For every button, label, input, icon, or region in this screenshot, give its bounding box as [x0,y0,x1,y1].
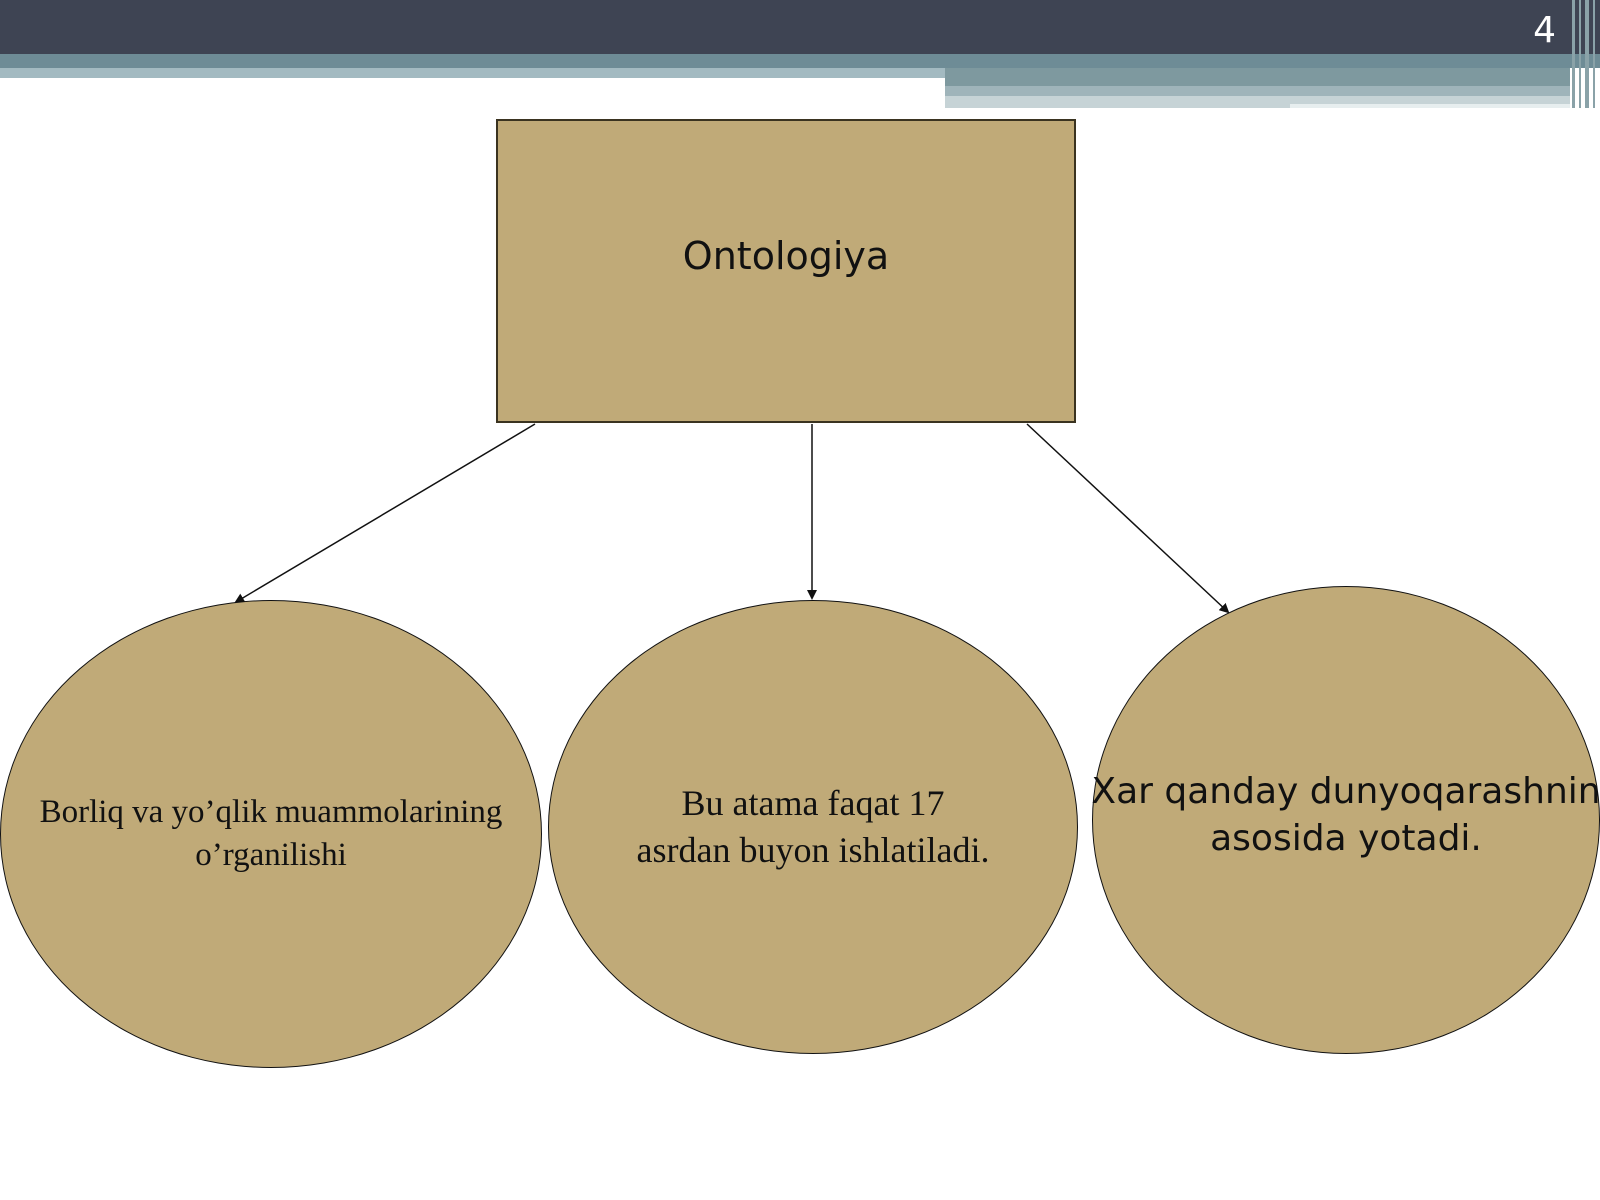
child-node-3-line-2: asosida yotadi. [1210,818,1482,859]
root-node-ontologiya: Ontologiya [496,119,1076,423]
child-node-1-text: Borliq va yo’qlik muammolarining o’rgani… [40,791,503,877]
child-node-1-line-2: o’rganilishi [195,837,347,873]
child-node-3-line-1: Xar qanday dunyoqarashnin [1091,771,1600,813]
header-stripe [945,86,1570,96]
arrow-to-child-1 [234,423,536,604]
child-node-1-line-1: Borliq va yo’qlik muammolarining [39,794,503,831]
child-node-2: Bu atama faqat 17 asrdan buyon ishlatila… [548,600,1078,1054]
header-edge-decoration [1570,0,1600,108]
child-node-1: Borliq va yo’qlik muammolarining o’rgani… [0,600,542,1068]
header-stripe [945,68,1570,86]
child-node-2-line-2: asrdan buyon ishlatiladi. [636,830,990,870]
slide-number: 4 [1533,10,1556,51]
child-node-3: Xar qanday dunyoqarashnin asosida yotadi… [1091,586,1600,1054]
arrow-to-child-3 [1026,423,1230,614]
child-node-2-text: Bu atama faqat 17 asrdan buyon ishlatila… [637,780,990,874]
header-stripe [1290,104,1570,108]
header-stripe [0,68,945,78]
child-node-2-line-1: Bu atama faqat 17 [681,783,945,824]
header-stripe [0,54,1600,68]
slide-header-bar [0,0,1600,54]
root-node-label: Ontologiya [682,234,890,278]
child-node-3-text: Xar qanday dunyoqarashnin asosida yotadi… [1091,769,1600,863]
